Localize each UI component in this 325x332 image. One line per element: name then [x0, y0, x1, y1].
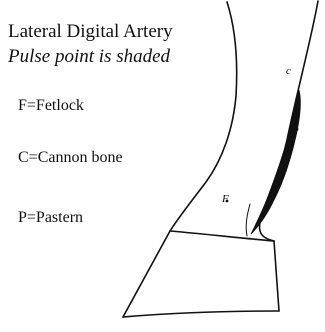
legend-cannon-bone: C=Cannon bone	[18, 150, 123, 166]
legend-pastern: P=Pastern	[18, 210, 83, 226]
pastern-inner-line	[246, 204, 250, 236]
legend-fetlock: F=Fetlock	[18, 98, 84, 114]
diagram-title: Lateral Digital Artery	[8, 22, 173, 41]
pastern-marker: P	[292, 126, 299, 137]
diagram-subtitle: Pulse point is shaded	[8, 47, 170, 66]
fetlock-marker: F	[222, 194, 229, 205]
hoof-toe-outline	[274, 241, 279, 311]
hoof-heel-outline	[123, 231, 170, 317]
cannon-marker: c	[286, 66, 291, 77]
hoof-sole-outline	[123, 311, 279, 317]
coronet-band-line	[170, 231, 274, 241]
